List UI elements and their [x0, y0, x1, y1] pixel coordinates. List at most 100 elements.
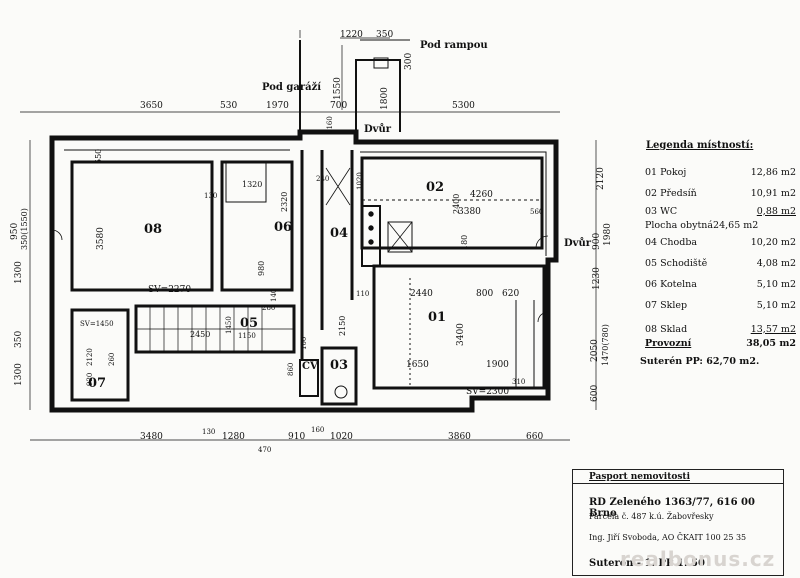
dim-int-17: 800: [476, 289, 494, 299]
dim-int-10: 4260: [470, 190, 493, 200]
dim-bottom-8: 660: [526, 432, 544, 442]
legend-row: 07 Sklep 5,10 m2: [645, 300, 796, 311]
room-label-03: 03: [330, 358, 349, 373]
legend-row: 02 Předsíň 10,91 m2: [645, 188, 796, 199]
dim-int-2: 3580: [96, 227, 106, 250]
dim-int-7: 140: [270, 288, 278, 302]
watermark-logo: realbonus.cz: [620, 547, 776, 571]
stamp-address: RD Zeleného 1363/77, 616 00 Brno: [589, 497, 755, 519]
label-dvur-top: Dvůr: [364, 124, 392, 135]
legend-provozni: Provozní 38,05 m2: [645, 337, 796, 349]
dim-bottom-2: 130: [202, 428, 216, 436]
dim-int-19: 3400: [456, 323, 466, 346]
dim-int-21: 1900: [486, 360, 509, 370]
dim-right-1: 2120: [596, 167, 606, 190]
legend-row: 06 Kotelna 5,10 m2: [645, 279, 796, 290]
dim-int-33: 280: [262, 304, 276, 312]
label-cv: CV: [302, 361, 318, 372]
dim-left-4: 350: [14, 330, 24, 348]
dim-bottom-3: 1280: [222, 432, 245, 442]
legend-row: 03 WC 0,88 m2: [645, 205, 796, 217]
dim-top-3: 1970: [266, 101, 289, 111]
dim-int-9: 3380: [458, 207, 481, 217]
title-block: Pasport nemovitosti RD Zeleného 1363/77,…: [572, 469, 784, 576]
dim-top-upper-1: 1220: [340, 30, 363, 40]
dim-bottom-6: 1020: [330, 432, 353, 442]
label-pod-garazi: Pod garáží: [262, 82, 322, 93]
room-label-04: 04: [330, 226, 349, 241]
room-label-08: 08: [144, 222, 163, 237]
dim-bottom-7: 3860: [448, 432, 471, 442]
dim-bottom-1: 3480: [140, 432, 163, 442]
stamp-parcel: Parcela č. 487 k.ú. Žabovřesky: [589, 512, 714, 521]
dim-int-18: 620: [502, 289, 520, 299]
dim-top-vertical-3: 300: [404, 52, 414, 70]
label-sv-01: SV=2300: [466, 387, 510, 397]
dim-right-5: 2050: [590, 339, 600, 362]
dim-top-vertical-1: 1550: [333, 77, 343, 100]
dim-int-15: 110: [356, 290, 370, 298]
label-sv-08: SV=2270: [148, 285, 192, 295]
dim-int-25: 2450: [190, 330, 211, 339]
dim-top-4: 700: [330, 101, 348, 111]
dim-int-5: 2320: [280, 191, 289, 212]
dim-right-4: 1230: [592, 267, 602, 290]
dim-int-23: 2150: [338, 315, 347, 336]
legend-plocha-obytna: Plocha obytná24,65 m2: [645, 219, 759, 231]
dim-left-5: 1300: [14, 363, 24, 386]
dim-bottom-extra: 470: [258, 446, 272, 454]
dim-int-3: 130: [204, 192, 218, 200]
dim-int-27: 1150: [238, 332, 256, 340]
label-pod-rampou: Pod rampou: [420, 40, 488, 51]
dim-bottom-4: 910: [288, 432, 306, 442]
dim-bottom-5: 160: [311, 426, 325, 434]
dim-int-32: 240: [316, 175, 330, 183]
dim-right-2: 900: [592, 232, 602, 250]
dim-int-20: 1650: [406, 360, 429, 370]
dim-int-14: 1160: [326, 116, 334, 134]
room-label-05: 05: [240, 316, 259, 331]
label-dvur-right: Dvůr: [564, 238, 592, 249]
dim-int-13: 180: [460, 234, 469, 250]
dim-top-5: 5300: [452, 101, 475, 111]
room-label-07: 07: [88, 376, 107, 391]
dim-int-26: 1450: [225, 316, 233, 334]
dim-int-11: 2400: [452, 193, 461, 214]
stamp-header: Pasport nemovitosti: [589, 472, 690, 482]
dim-right-7: 600: [590, 384, 600, 402]
dim-int-4: 1320: [242, 180, 263, 189]
dim-int-31: 860: [287, 362, 295, 376]
stamp-floor: Suterén - 1. PP 1: 50: [589, 558, 705, 569]
legend-row: 01 Pokoj 12,86 m2: [645, 167, 796, 178]
room-label-01: 01: [428, 310, 447, 325]
dim-int-28: 2120: [86, 348, 94, 366]
legend-row: 05 Schodiště 4,08 m2: [645, 258, 796, 269]
dim-top-upper-2: 350: [376, 30, 394, 40]
dim-int-6: 980: [257, 260, 266, 276]
dim-int-8: 1020: [356, 172, 364, 190]
label-sv-07: SV=1450: [80, 320, 114, 328]
dim-right-3: 1980: [603, 223, 613, 246]
room-label-06: 06: [274, 220, 293, 235]
dim-int-30: 260: [108, 352, 116, 366]
dim-int-12: 560: [530, 208, 544, 216]
dim-top-1: 3650: [140, 101, 163, 111]
dim-int-22: 310: [512, 378, 526, 386]
room-legend: Legenda místností: 01 Pokoj 12,86 m2 02 …: [626, 140, 796, 367]
dim-int-24: 100: [300, 336, 308, 350]
legend-total: Suterén PP: 62,70 m2.: [640, 356, 760, 367]
legend-title: Legenda místností:: [646, 140, 754, 151]
dim-left-1: 950: [10, 222, 20, 240]
stamp-divider: [573, 483, 783, 484]
dim-right-6: 1470(780): [601, 324, 610, 366]
legend-row: 08 Sklad 13,57 m2: [645, 323, 796, 335]
legend-row: 04 Chodba 10,20 m2: [645, 237, 796, 248]
dim-top-2: 530: [220, 101, 238, 111]
dim-left-2: 350(1550): [20, 208, 29, 250]
dim-int-1: 550: [94, 148, 103, 164]
stamp-engineer: Ing. Jiří Svoboda, AO ČKAIT 100 25 35: [589, 533, 747, 542]
dim-left-3: 1300: [14, 261, 24, 284]
dim-int-16: 2440: [410, 289, 433, 299]
room-label-02: 02: [426, 180, 445, 195]
